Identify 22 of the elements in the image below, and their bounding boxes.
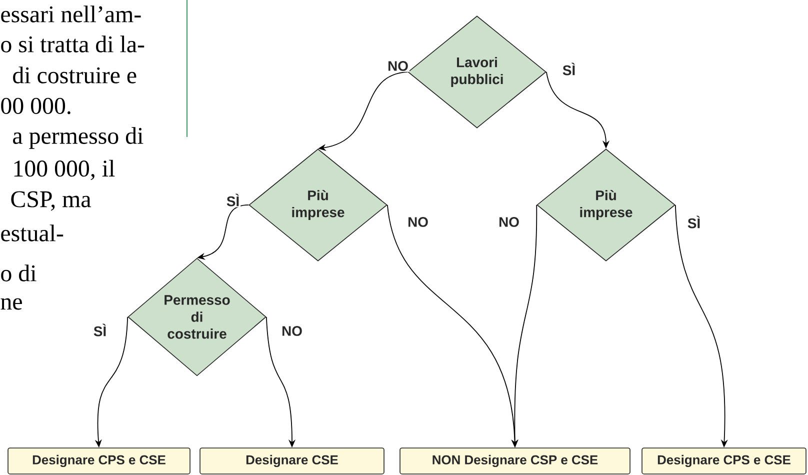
body-text: 00 000. xyxy=(1,98,70,114)
body-text: di costruire e xyxy=(13,66,136,84)
body-text: o si tratta di la- xyxy=(1,36,144,52)
edge-label: SÌ xyxy=(225,192,241,208)
body-text: CSP, ma xyxy=(11,191,91,211)
edge-label: SÌ xyxy=(92,322,108,338)
body-text: essari nell’am- xyxy=(1,6,141,22)
edge-label: NO xyxy=(498,216,520,228)
result-box: NON Designare CSP e CSE xyxy=(400,448,630,474)
edge-label: SÌ xyxy=(561,62,577,76)
edge-label: SÌ xyxy=(686,214,702,230)
result-box: Designare CPS e CSE xyxy=(8,448,190,474)
body-text: o di xyxy=(1,264,36,282)
body-text: 100 000, il xyxy=(14,160,115,180)
edge-label: NO xyxy=(386,60,410,72)
body-text: ne xyxy=(0,298,22,310)
body-text: a permesso di xyxy=(13,127,144,149)
result-box: Designare CPS e CSE xyxy=(642,448,806,474)
edge-label: NO xyxy=(406,216,430,228)
edge-label: NO xyxy=(280,325,304,337)
body-text: estual- xyxy=(1,224,64,242)
result-box: Designare CSE xyxy=(200,448,384,474)
